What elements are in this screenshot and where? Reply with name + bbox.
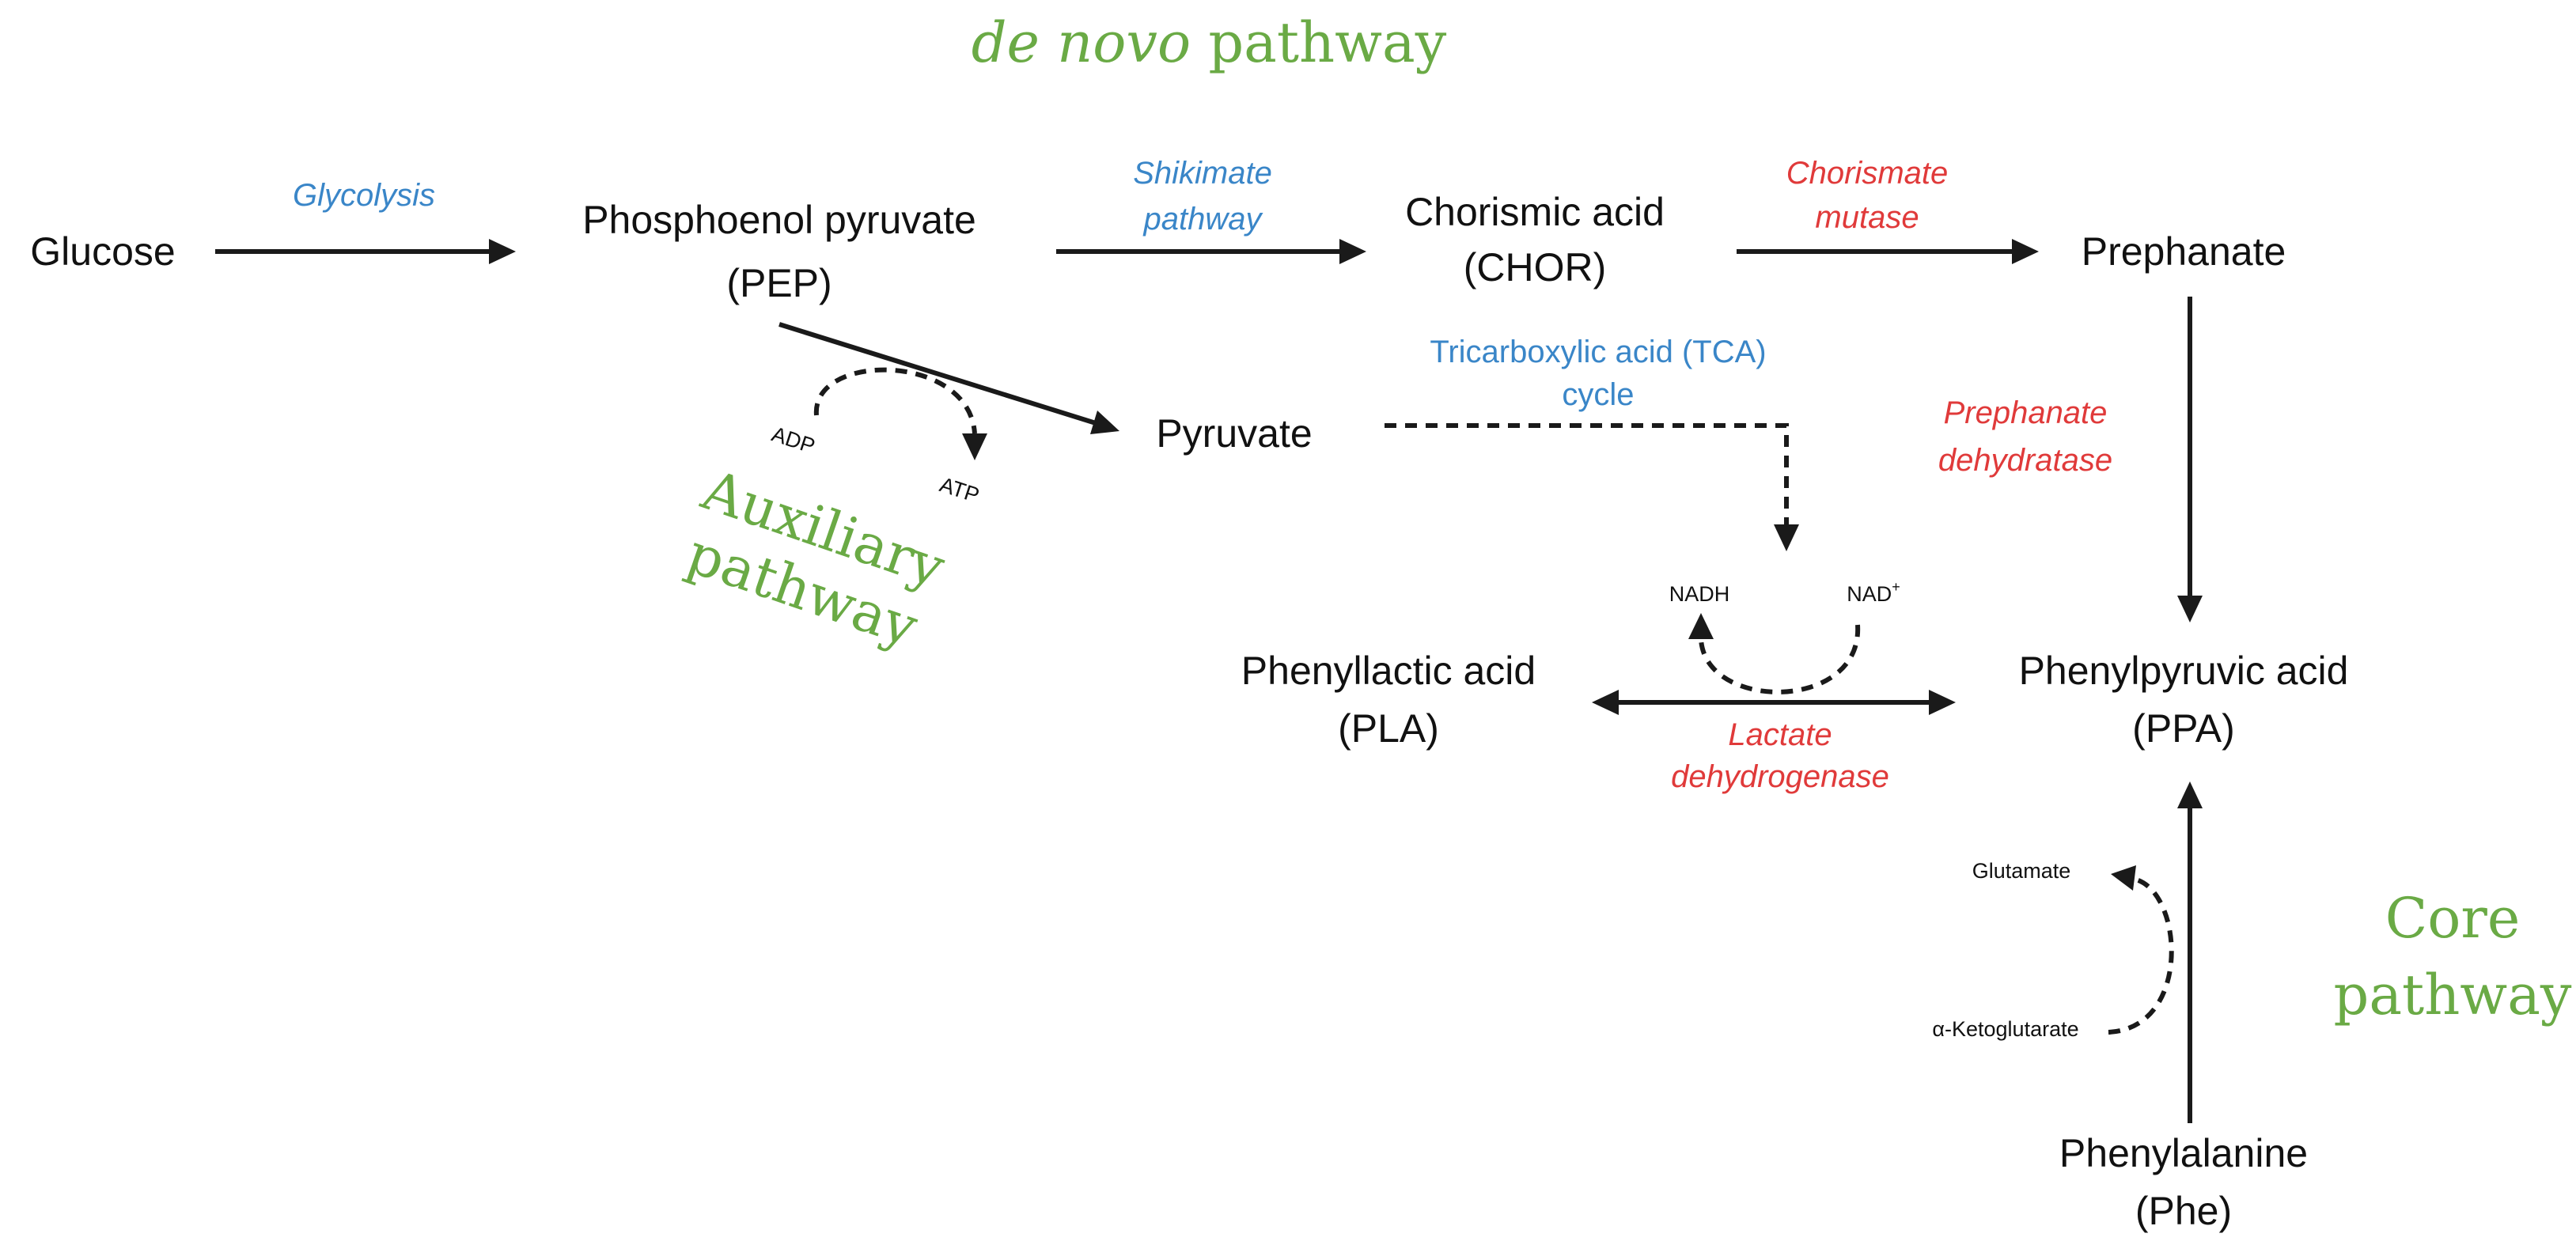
arrow-pep-to-chor <box>1056 239 1366 264</box>
ppa-label-line1: Phenylpyruvic acid <box>2019 649 2349 693</box>
core-pathway-line2: pathway <box>2334 963 2572 1027</box>
arrow-pla-ppa-bidirectional <box>1592 690 1956 715</box>
shikimate-label-line2: pathway <box>1143 202 1264 236</box>
tca-label-line2: cycle <box>1562 377 1634 412</box>
arrow-pyruvate-to-tca <box>1385 423 1799 551</box>
glutamate-label: Glutamate <box>1972 859 2071 883</box>
pep-label-line1: Phosphoenol pyruvate <box>582 198 976 242</box>
chor-label-line2: (CHOR) <box>1464 245 1607 289</box>
prephanate-label: Prephanate <box>2082 229 2286 274</box>
adp-label: ADP <box>769 422 818 459</box>
de-novo-pathway-label: de novo pathway <box>972 10 1447 75</box>
pla-label-line1: Phenyllactic acid <box>1241 649 1536 693</box>
prephanate-dehydratase-line2: dehydratase <box>1938 443 2112 478</box>
de-novo-italic: de novo <box>972 10 1191 75</box>
phe-label-line1: Phenylalanine <box>2059 1131 2308 1175</box>
nad-text: NAD <box>1847 582 1892 606</box>
atp-label: ATP <box>937 472 982 507</box>
lactate-dehydrogenase-line1: Lactate <box>1728 717 1832 752</box>
arrow-chor-to-prephanate <box>1737 239 2039 264</box>
nad-superscript: + <box>1892 579 1900 595</box>
chorismate-mutase-line1: Chorismate <box>1786 156 1949 191</box>
glycolysis-label: Glycolysis <box>293 178 435 213</box>
glucose-label: Glucose <box>30 229 175 274</box>
arrow-prephanate-to-ppa <box>2177 297 2203 622</box>
nad-label: NAD+ <box>1847 579 1900 606</box>
prephanate-dehydratase-line1: Prephanate <box>1944 395 2108 430</box>
arrow-nad-to-nadh <box>1688 613 1861 694</box>
pyruvate-label: Pyruvate <box>1156 411 1312 456</box>
chorismate-mutase-line2: mutase <box>1815 200 1919 235</box>
pep-label-line2: (PEP) <box>726 261 832 305</box>
arrow-akg-to-glutamate <box>2108 865 2174 1035</box>
ppa-label-line2: (PPA) <box>2132 706 2235 751</box>
auxiliary-pathway-label: Auxiliary pathway <box>680 457 953 660</box>
shikimate-label-line1: Shikimate <box>1133 156 1272 191</box>
akg-label: α-Ketoglutarate <box>1932 1017 2078 1041</box>
tca-label-line1: Tricarboxylic acid (TCA) <box>1430 335 1766 369</box>
arrow-pep-to-pyruvate <box>778 322 1119 434</box>
arrow-phe-to-ppa <box>2177 781 2203 1123</box>
core-pathway-line1: Core <box>2385 886 2521 951</box>
pla-label-line2: (PLA) <box>1338 706 1439 751</box>
chor-label-line1: Chorismic acid <box>1405 190 1665 234</box>
arrow-glucose-to-pep <box>215 239 516 264</box>
de-novo-pathway-word: pathway <box>1191 10 1447 75</box>
arrow-adp-to-atp <box>813 367 987 460</box>
phe-label-line2: (Phe) <box>2135 1189 2232 1233</box>
lactate-dehydrogenase-line2: dehydrogenase <box>1671 759 1889 794</box>
nadh-label: NADH <box>1669 582 1730 606</box>
